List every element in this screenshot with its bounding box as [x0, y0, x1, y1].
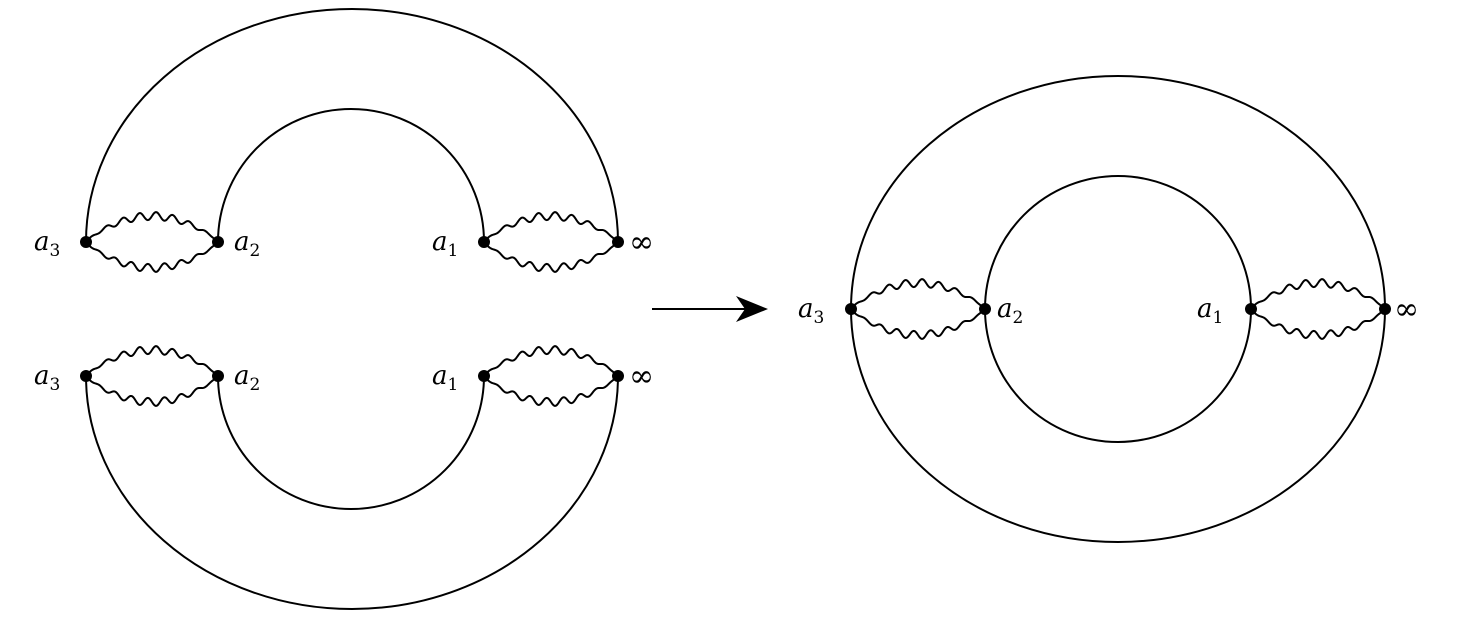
outer-ellipse [850, 75, 1386, 543]
glued-surface: a3 a2 a1 ∞ [798, 75, 1419, 543]
upper-cut-left [85, 211, 219, 273]
lower-label-infinity: ∞ [629, 359, 654, 394]
upper-outer-arc [85, 8, 619, 243]
lower-half-surface: a3 a2 a1 ∞ [34, 345, 654, 610]
lower-cut-left [85, 345, 219, 407]
glued-point-a2 [979, 303, 991, 315]
upper-cut-right [483, 211, 619, 273]
upper-label-infinity: ∞ [629, 225, 654, 260]
glued-point-a3 [845, 303, 857, 315]
glued-label-a1: a1 [1197, 294, 1223, 328]
glued-cut-left [850, 278, 986, 340]
glued-point-a1 [1245, 303, 1257, 315]
upper-label-a2: a2 [234, 227, 260, 261]
gluing-arrow [652, 296, 768, 322]
lower-label-a3: a3 [34, 361, 60, 395]
arrow-head-icon [736, 296, 768, 322]
upper-label-a3: a3 [34, 227, 60, 261]
upper-point-a3 [80, 236, 92, 248]
glued-cut-right [1250, 278, 1386, 340]
lower-cut-right [483, 345, 619, 407]
lower-point-a2 [212, 370, 224, 382]
upper-point-a2 [212, 236, 224, 248]
lower-point-a3 [80, 370, 92, 382]
lower-outer-arc [85, 375, 619, 610]
upper-point-a1 [478, 236, 490, 248]
glued-point-infinity [1379, 303, 1391, 315]
lower-point-a1 [478, 370, 490, 382]
lower-label-a1: a1 [432, 361, 458, 395]
lower-label-a2: a2 [234, 361, 260, 395]
glued-label-a2: a2 [997, 294, 1023, 328]
upper-half-surface: a3 a2 a1 ∞ [34, 8, 654, 273]
lower-inner-arc [217, 375, 485, 510]
glued-label-a3: a3 [798, 294, 824, 328]
upper-inner-arc [217, 108, 485, 243]
upper-point-infinity [612, 236, 624, 248]
glued-label-infinity: ∞ [1394, 292, 1419, 327]
upper-label-a1: a1 [432, 227, 458, 261]
lower-point-infinity [612, 370, 624, 382]
